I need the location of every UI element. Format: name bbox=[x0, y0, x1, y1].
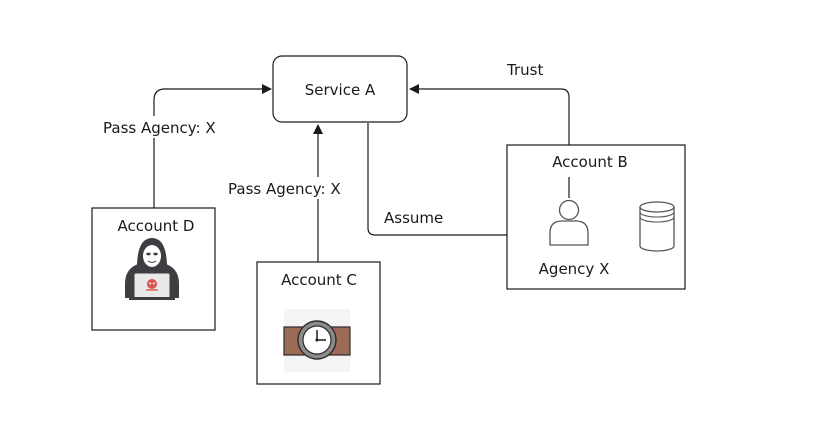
edge-label-pass-agency-c: Pass Agency: X bbox=[228, 180, 341, 198]
hacker-icon bbox=[125, 238, 179, 300]
account-c-box[interactable]: Account C bbox=[256, 261, 381, 385]
edge-trust-agency-x-to-service-a bbox=[409, 84, 570, 198]
account-d-label: Account D bbox=[118, 217, 195, 235]
service-a-label: Service A bbox=[305, 81, 376, 99]
edge-account-d-to-service-a bbox=[153, 84, 272, 208]
edge-label-assume: Assume bbox=[384, 209, 443, 227]
account-b-box[interactable]: Account B Agency X bbox=[506, 144, 686, 290]
agency-x-label: Agency X bbox=[539, 260, 610, 278]
database-icon bbox=[639, 201, 675, 252]
user-icon bbox=[549, 199, 589, 246]
service-a-node[interactable]: Service A bbox=[272, 55, 408, 123]
edge-label-trust: Trust bbox=[506, 61, 543, 79]
edge-service-a-assume-agency-x bbox=[367, 123, 547, 240]
account-c-label: Account C bbox=[281, 271, 357, 289]
edge-label-pass-agency-d: Pass Agency: X bbox=[103, 119, 216, 137]
wristwatch-icon bbox=[283, 309, 351, 372]
account-b-label: Account B bbox=[552, 153, 628, 171]
account-d-box[interactable]: Account D bbox=[91, 207, 216, 331]
